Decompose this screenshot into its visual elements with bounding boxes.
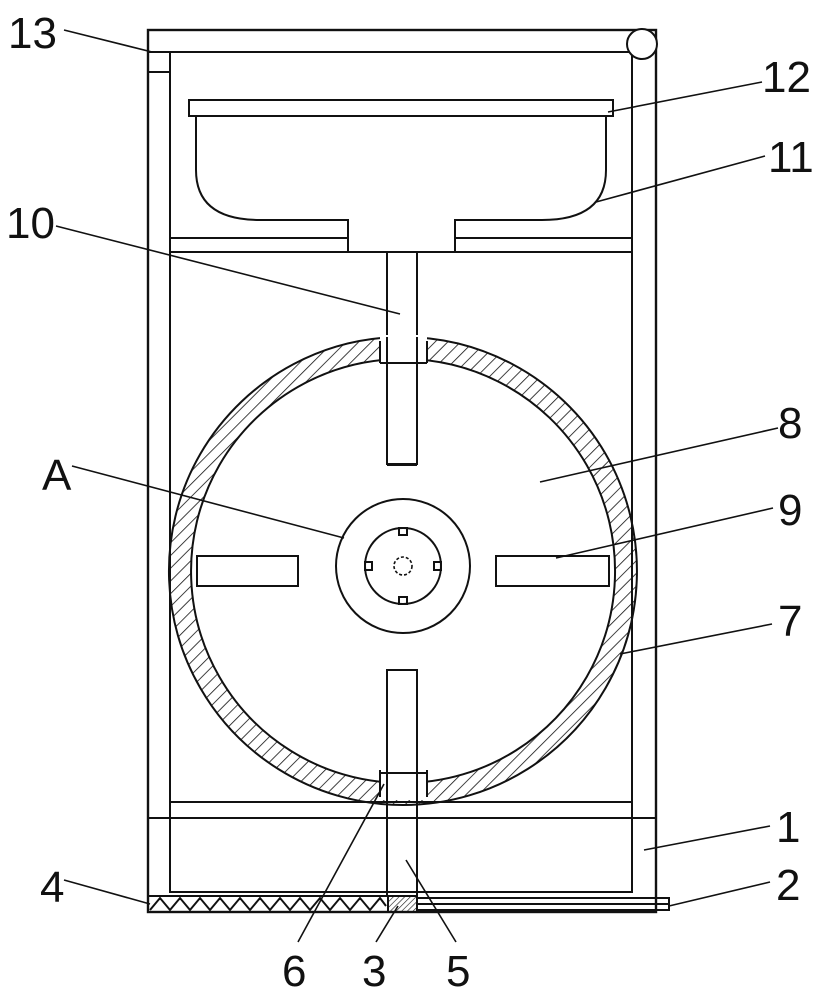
base-rail [147, 895, 670, 913]
label-1: 1 [776, 803, 800, 852]
part-labels: 13 12 11 10 8 A 9 7 1 4 2 6 3 5 [6, 9, 814, 996]
base-divider [148, 801, 656, 819]
label-3: 3 [362, 947, 386, 996]
leader-lines [55, 29, 779, 943]
hub-assembly [335, 498, 471, 634]
hopper [188, 99, 614, 252]
label-A: A [42, 451, 72, 500]
label-4: 4 [40, 863, 64, 912]
label-10: 10 [6, 199, 55, 248]
hinge-circle [626, 28, 658, 60]
label-5: 5 [446, 947, 470, 996]
label-9: 9 [778, 486, 802, 535]
drum-blades [196, 555, 610, 587]
label-13: 13 [8, 9, 57, 58]
label-12: 12 [762, 53, 811, 102]
partition-shelf [170, 237, 632, 253]
drum-ring [167, 335, 638, 806]
label-2: 2 [776, 861, 800, 910]
label-7: 7 [778, 597, 802, 646]
label-11: 11 [768, 133, 814, 182]
label-6: 6 [282, 947, 306, 996]
label-8: 8 [778, 399, 802, 448]
